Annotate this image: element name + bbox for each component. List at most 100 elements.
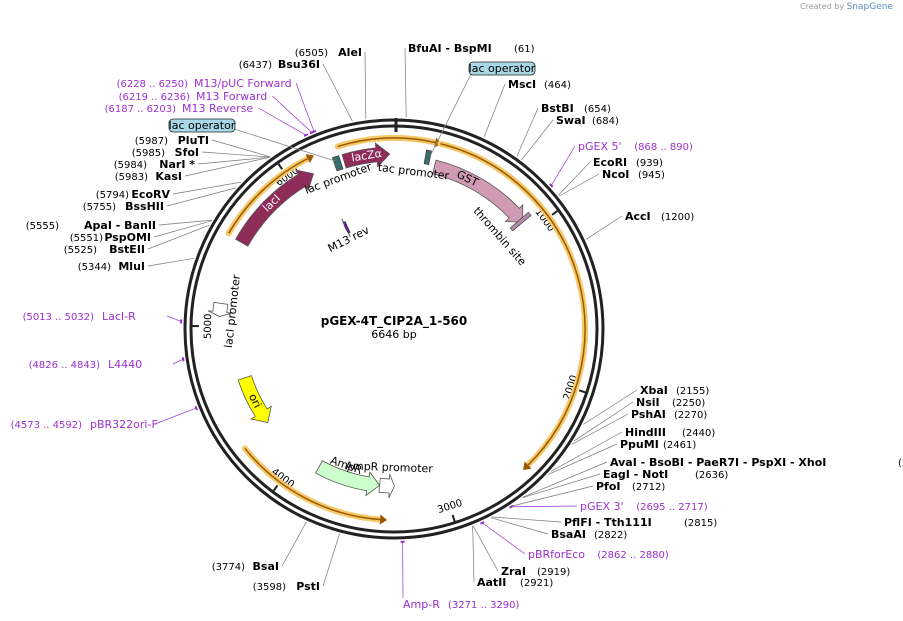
enzyme-pos-ecorv: (5794) bbox=[96, 190, 129, 201]
primer-leader-pgex-5 bbox=[551, 145, 576, 186]
lac-operator-label-0: lac operator bbox=[469, 62, 536, 75]
enzyme-name-bsaai[interactable]: BsaAI bbox=[551, 528, 586, 541]
enzyme-name-ecori[interactable]: EcoRI bbox=[593, 156, 627, 169]
enzyme-pos-bsaai: (2822) bbox=[594, 530, 627, 541]
enzyme-name-mlui[interactable]: MluI bbox=[118, 260, 145, 273]
enzyme-pos-sfoi: (5985) bbox=[132, 148, 165, 159]
enzyme-pos-bsai: (3774) bbox=[212, 562, 245, 573]
primer-range-l4440: (4826 .. 4843) bbox=[29, 360, 101, 371]
thrombin-site-marker bbox=[509, 211, 532, 232]
enzyme-pos-ncoi: (945) bbox=[638, 170, 665, 181]
enzyme-name-kasi[interactable]: KasI bbox=[155, 170, 182, 183]
tick-mark-4000 bbox=[271, 484, 279, 493]
primer-leader-pbr322ori-f bbox=[154, 407, 197, 425]
enzyme-name-zrai[interactable]: ZraI bbox=[501, 565, 526, 578]
enzyme-name-hindiii[interactable]: HindIII bbox=[625, 426, 666, 439]
enzyme-name-psti[interactable]: PstI bbox=[296, 580, 320, 593]
enzyme-name-swai[interactable]: SwaI bbox=[556, 114, 586, 127]
tick-label-5000: 5000 bbox=[203, 313, 214, 339]
enzyme-name-pshai[interactable]: PshAI bbox=[631, 408, 666, 421]
enzyme-name-xbai[interactable]: XbaI bbox=[640, 384, 668, 397]
feature-ampr-promoter[interactable] bbox=[378, 473, 395, 498]
tick-label-3000: 3000 bbox=[436, 498, 464, 516]
enzyme-name-avai-bsobi-paer7i-pspxi-xhoi[interactable]: AvaI - BsoBI - PaeR7I - PspXI - XhoI bbox=[610, 456, 826, 469]
feature-ampr[interactable] bbox=[315, 460, 381, 497]
enzyme-pos-pluti: (5987) bbox=[135, 136, 168, 147]
enzyme-name-bsu36i[interactable]: Bsu36I bbox=[278, 58, 320, 71]
enzyme-name-msci[interactable]: MscI bbox=[508, 78, 536, 91]
enzyme-name-pflfi-tth111i[interactable]: PflFI - Tth111I bbox=[564, 516, 652, 529]
enzyme-name-ppumi[interactable]: PpuMI bbox=[620, 438, 659, 451]
enzyme-leader-ncoi bbox=[559, 173, 600, 197]
backbone-inner bbox=[189, 124, 599, 534]
primer-range-m13-puc-forward: (6228 .. 6250) bbox=[117, 79, 189, 90]
enzyme-name-apai-banii[interactable]: ApaI - BanII bbox=[84, 219, 156, 232]
enzyme-name-bfuai-bspmi[interactable]: BfuAI - BspMI bbox=[408, 42, 492, 55]
enzyme-pos-mlui: (5344) bbox=[78, 262, 111, 273]
enzyme-leader-psti bbox=[322, 533, 340, 587]
enzyme-name-nsii[interactable]: NsiI bbox=[636, 396, 660, 409]
enzyme-pos-apai-banii: (5555) bbox=[26, 221, 59, 232]
primer-range-pgex-3: (2695 .. 2717) bbox=[636, 502, 708, 513]
primer-name-pbr322ori-f[interactable]: pBR322ori-F bbox=[90, 418, 158, 431]
enzyme-leader-swai bbox=[521, 119, 554, 161]
feature-label-m13-rev: M13 rev bbox=[326, 223, 372, 255]
primer-mark-m13-forward bbox=[309, 130, 315, 135]
feature-laci-promoter[interactable] bbox=[207, 301, 232, 317]
enzyme-leader-bfuai-bspmi bbox=[404, 47, 407, 118]
enzyme-name-acci[interactable]: AccI bbox=[625, 210, 651, 223]
leader-lines bbox=[147, 47, 638, 599]
tick-mark-2000 bbox=[578, 389, 588, 394]
enzyme-leader-alei bbox=[364, 51, 367, 119]
enzyme-pos-acci: (1200) bbox=[661, 212, 694, 223]
primer-name-laci-r[interactable]: LacI-R bbox=[102, 310, 136, 323]
feature-label-ori: ori bbox=[246, 392, 264, 411]
enzyme-name-sfoi[interactable]: SfoI bbox=[175, 146, 199, 159]
feature-lacz[interactable] bbox=[341, 142, 391, 169]
promoter-block-0 bbox=[423, 149, 432, 165]
enzyme-name-aatii[interactable]: AatII bbox=[477, 576, 506, 589]
primer-mark-pbr322ori-f bbox=[194, 405, 198, 411]
lac-operator-box-1 bbox=[168, 118, 236, 133]
enzyme-name-alei[interactable]: AleI bbox=[338, 46, 362, 59]
primer-leader-laci-r bbox=[166, 315, 182, 322]
primer-name-pgex-3[interactable]: pGEX 3' bbox=[580, 500, 624, 513]
enzyme-name-bsshii[interactable]: BssHII bbox=[125, 200, 164, 213]
lac-operator-label-1: lac operator bbox=[169, 119, 236, 132]
primer-name-l4440[interactable]: L4440 bbox=[108, 358, 142, 371]
enzyme-name-pspomi[interactable]: PspOMI bbox=[104, 231, 151, 244]
feature-laci[interactable] bbox=[235, 169, 314, 247]
feature-ori[interactable] bbox=[237, 375, 272, 423]
enzyme-name-pluti[interactable]: PluTI bbox=[178, 134, 209, 147]
primer-name-m13-reverse[interactable]: M13 Reverse bbox=[182, 102, 253, 115]
enzyme-leader-pluti bbox=[211, 139, 271, 158]
primer-name-pbrforeco[interactable]: pBRforEco bbox=[528, 548, 585, 561]
feature-gst[interactable] bbox=[432, 159, 524, 223]
enzyme-name-nari[interactable]: NarI * bbox=[159, 158, 195, 171]
orf-arrowhead-2 bbox=[379, 514, 388, 525]
enzyme-leader-ecori bbox=[558, 161, 591, 196]
enzyme-leader-kasi bbox=[184, 156, 270, 177]
primer-name-pgex-5[interactable]: pGEX 5' bbox=[578, 140, 622, 153]
feature-label-laci-promoter: lacI promoter bbox=[222, 274, 243, 349]
primer-name-amp-r[interactable]: Amp-R bbox=[403, 598, 440, 611]
enzyme-pos-swai: (684) bbox=[592, 116, 619, 127]
primer-name-m13-forward[interactable]: M13 Forward bbox=[196, 90, 267, 103]
enzyme-leader-mlui bbox=[147, 257, 195, 267]
enzyme-name-ncoi[interactable]: NcoI bbox=[602, 168, 629, 181]
enzyme-pos-xbai: (2155) bbox=[676, 386, 709, 397]
enzyme-name-ecorv[interactable]: EcoRV bbox=[131, 188, 170, 201]
orf-arc-0 bbox=[337, 137, 436, 148]
primer-range-m13-reverse: (6187 .. 6203) bbox=[105, 104, 177, 115]
enzyme-name-bsai[interactable]: BsaI bbox=[253, 560, 279, 573]
primer-range-pbrforeco: (2862 .. 2880) bbox=[597, 550, 669, 561]
primer-name-m13-puc-forward[interactable]: M13/pUC Forward bbox=[194, 77, 292, 90]
enzyme-name-pfoi[interactable]: PfoI bbox=[596, 480, 621, 493]
enzyme-name-bsteii[interactable]: BstEII bbox=[109, 243, 145, 256]
lac-operator-leader-0 bbox=[430, 71, 473, 156]
enzyme-name-bstbi[interactable]: BstBI bbox=[541, 102, 574, 115]
enzyme-name-eagi-noti[interactable]: EagI - NotI bbox=[603, 468, 668, 481]
tick-mark-6000 bbox=[276, 162, 283, 170]
enzyme-pos-bsshii: (5755) bbox=[83, 202, 116, 213]
